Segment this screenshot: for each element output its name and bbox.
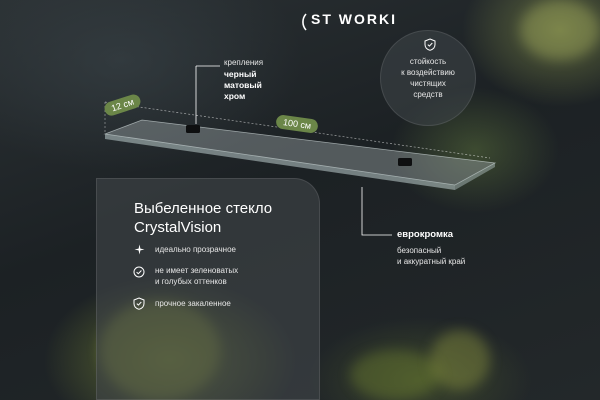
logo-bracket-icon bbox=[302, 13, 307, 31]
bracket-finish-line2: матовый bbox=[224, 80, 262, 90]
check-circle-icon bbox=[133, 266, 145, 278]
bracket-label: крепления bbox=[224, 58, 264, 67]
edge-desc-line1: безопасный bbox=[397, 246, 442, 255]
bracket-finish-line1: черный bbox=[224, 69, 257, 79]
edge-desc-line2: и аккуратный край bbox=[397, 257, 466, 266]
feature-2-line1: не имеет зеленоватых bbox=[155, 266, 239, 275]
cleaning-resistance-line3: чистящих bbox=[410, 79, 446, 88]
feature-2-line2: и голубых оттенков bbox=[155, 277, 227, 286]
cleaning-resistance-line1: стойкость bbox=[409, 57, 447, 66]
edge-title: еврокромка bbox=[397, 229, 454, 240]
cleaning-resistance-line4: средств bbox=[413, 90, 443, 99]
feature-1-text: идеально прозрачное bbox=[155, 245, 236, 254]
shield-check-icon bbox=[424, 38, 436, 51]
product-title-line1: Выбеленное стекло bbox=[134, 200, 273, 217]
cleaning-resistance-badge bbox=[380, 30, 476, 126]
shield-check-icon bbox=[133, 297, 145, 310]
feature-3-text: прочное закаленное bbox=[155, 299, 231, 308]
bokeh-foliage bbox=[350, 350, 440, 400]
brand-logo: ST WORKI bbox=[296, 11, 442, 33]
bokeh-foliage bbox=[520, 0, 600, 60]
cleaning-resistance-line2: к воздействию bbox=[401, 68, 455, 77]
product-title-line2: CrystalVision bbox=[134, 219, 222, 236]
bokeh-foliage bbox=[430, 330, 490, 390]
logo-text: ST WORKI bbox=[311, 11, 397, 27]
bracket-finish-line3: хром bbox=[224, 91, 246, 101]
sparkle-icon bbox=[134, 244, 145, 255]
